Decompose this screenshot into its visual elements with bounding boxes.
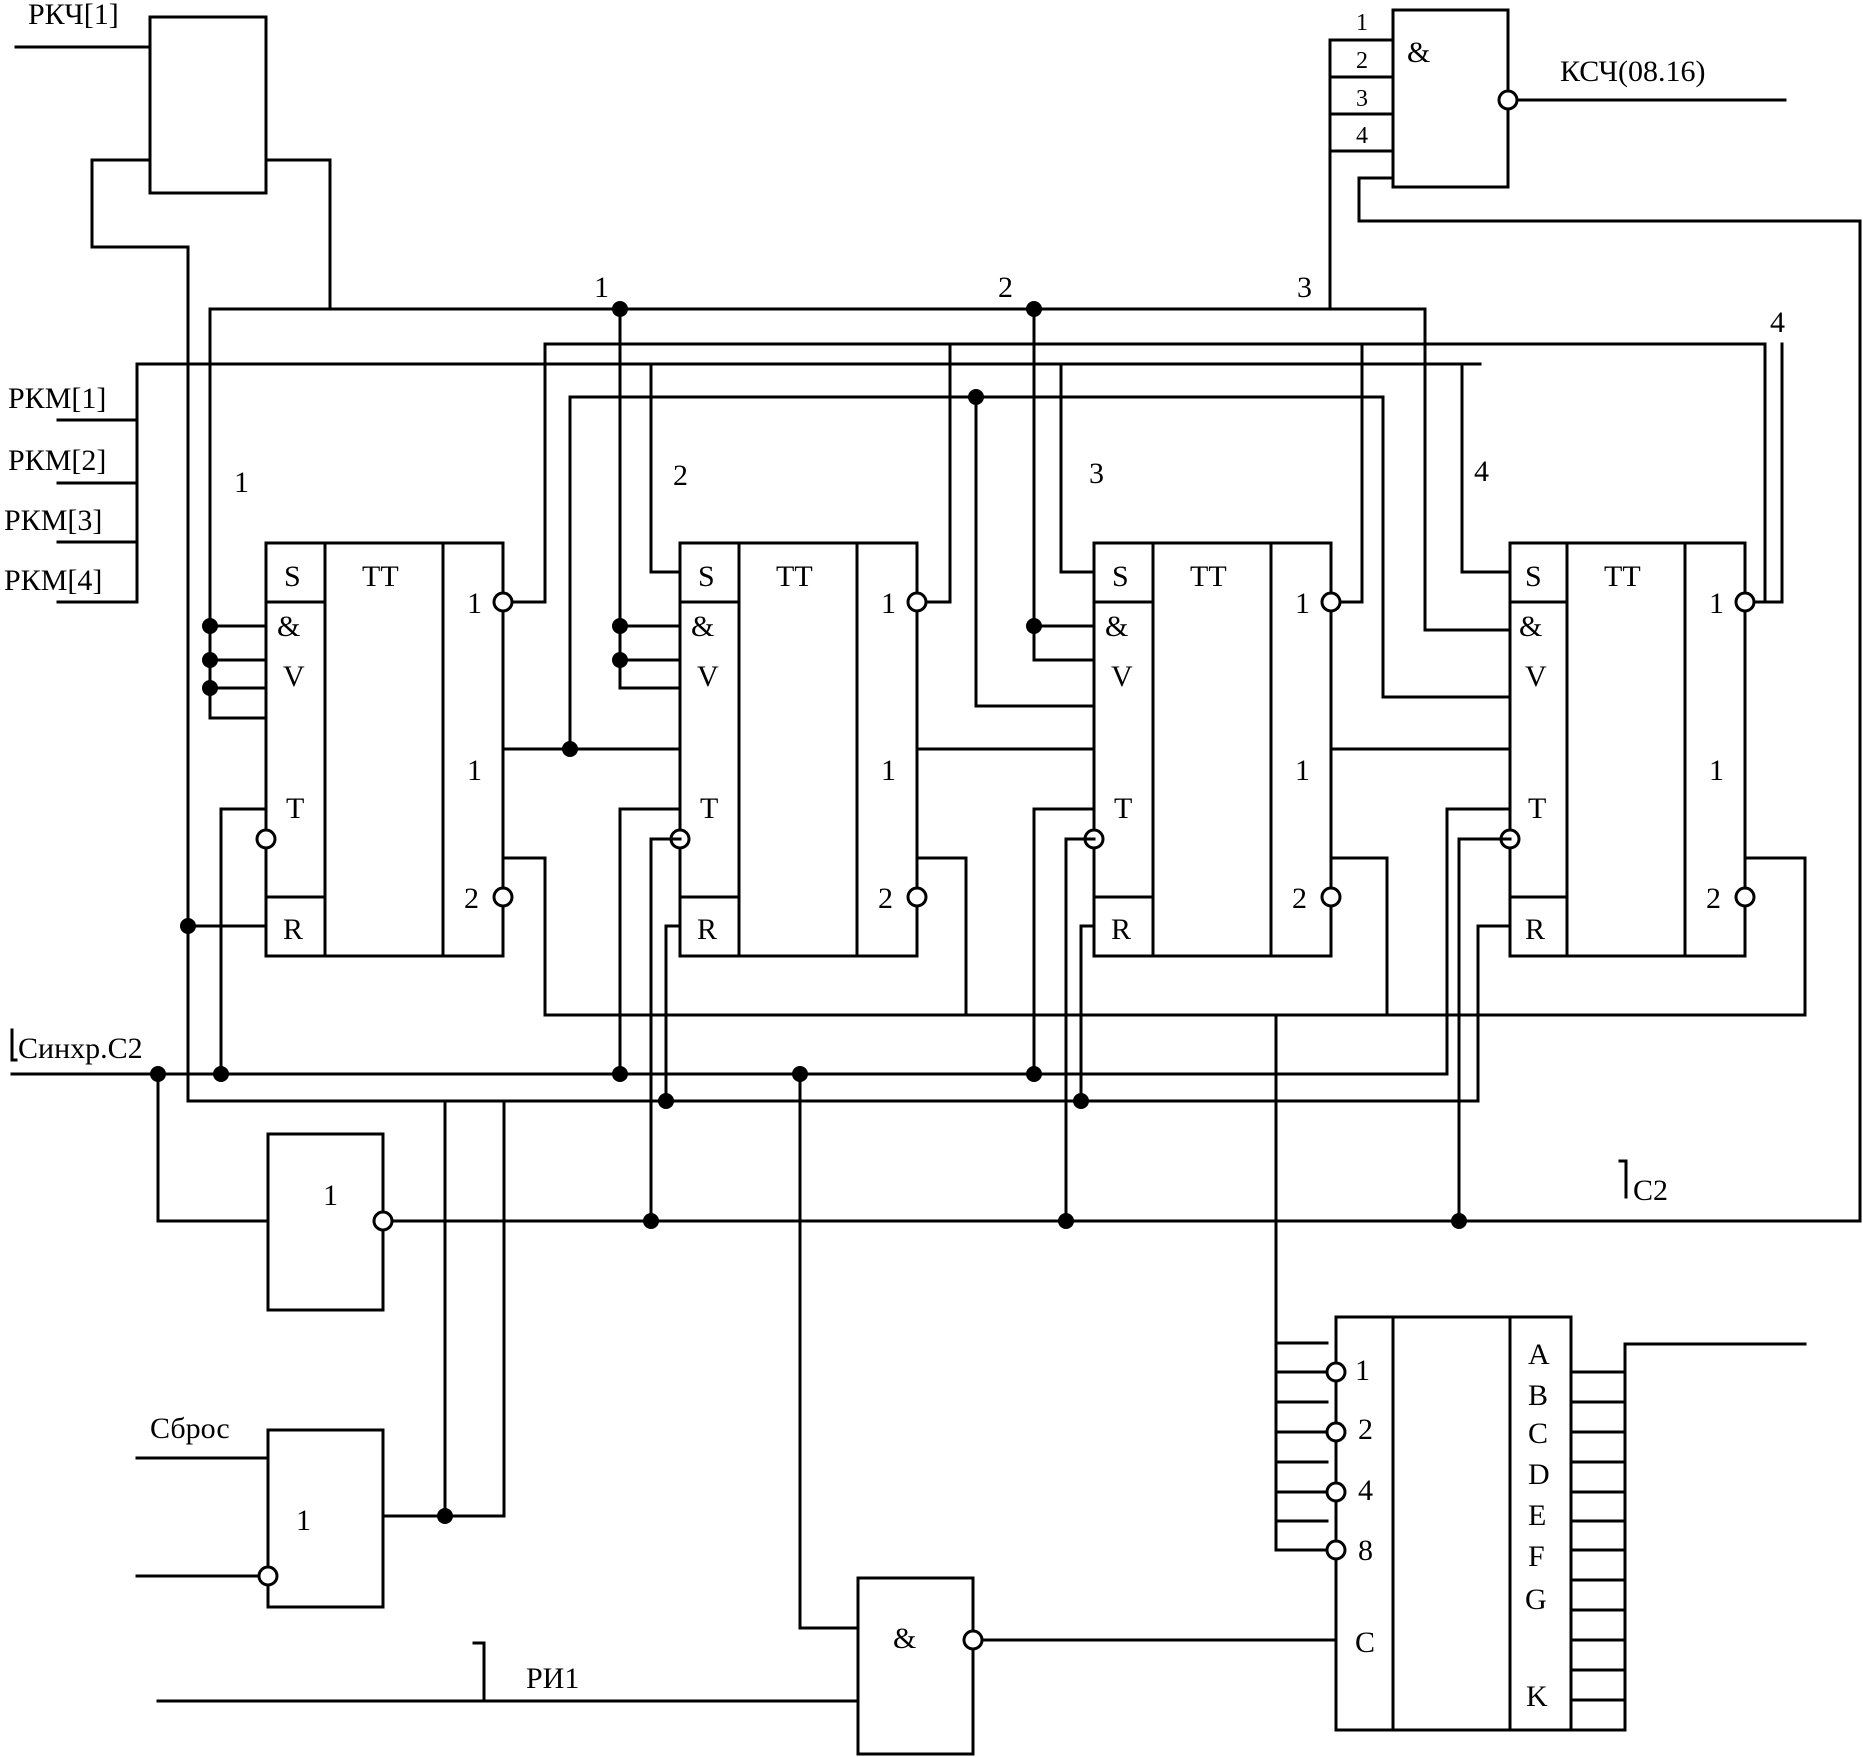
and4-gate-symbol: &: [1407, 36, 1430, 69]
t4-title: TT: [1604, 560, 1641, 593]
or-gate-sync: 1 С2: [156, 176, 1862, 1312]
t1-pin-t: T: [286, 792, 304, 825]
sync-distribution: Синхр.С2: [10, 1028, 1480, 1524]
ri1-label: РИ1: [526, 1662, 579, 1695]
t3-pin-t: T: [1114, 792, 1132, 825]
decoder-out-g: G: [1525, 1583, 1547, 1616]
t4-pin-or: V: [1525, 660, 1547, 693]
trigger-2: S TT & V T R 1 1 2: [562, 301, 1096, 1223]
trigger-label-1: 1: [234, 466, 249, 499]
trigger-1: S TT & V T R 1 1 2: [180, 307, 1807, 1076]
bus-label-1: 1: [594, 271, 609, 304]
t2-title: TT: [776, 560, 813, 593]
decoder-out-k: K: [1526, 1680, 1548, 1713]
t2-pin-t: T: [700, 792, 718, 825]
trigger-4: S TT & V T R 1 1 2: [1445, 342, 1807, 1223]
decoder: 1 2 4 8 C A B C D E F G K: [1274, 1013, 1807, 1732]
t3-pin-r: R: [1111, 913, 1131, 946]
t2-pin-q1: 1: [881, 587, 896, 620]
rkm1-label: РКМ[1]: [8, 382, 106, 415]
t1-pin-q2: 2: [464, 882, 479, 915]
bus-label-4: 4: [1770, 306, 1785, 339]
t4-pin-t: T: [1528, 792, 1546, 825]
sync-label: Синхр.С2: [18, 1032, 143, 1065]
decoder-out-c: C: [1528, 1417, 1548, 1450]
t2-pin-q2: 2: [878, 882, 893, 915]
t1-pin-r: R: [283, 913, 303, 946]
t3-pin-q1: 1: [1295, 587, 1310, 620]
t4-pin-s: S: [1525, 560, 1542, 593]
t3-pin-or: V: [1111, 660, 1133, 693]
decoder-out-b: B: [1528, 1379, 1548, 1412]
rkm2-label: РКМ[2]: [8, 444, 106, 477]
t1-pin-q1: 1: [467, 587, 482, 620]
t4-pin-q1: 1: [1709, 587, 1724, 620]
rkch-buffer: РКЧ[1]: [14, 0, 332, 1103]
decoder-input-8: 8: [1358, 1534, 1373, 1567]
trigger-label-4: 4: [1474, 455, 1489, 488]
t1-pin-qmid: 1: [467, 754, 482, 787]
and4-input-2: 2: [1356, 48, 1368, 74]
decoder-input-1: 1: [1355, 1354, 1370, 1387]
and-gate-ri: & РИ1: [156, 1072, 1338, 1756]
t4-pin-r: R: [1525, 913, 1545, 946]
decoder-out-a: A: [1528, 1338, 1550, 1371]
t4-pin-q2: 2: [1706, 882, 1721, 915]
rkm3-label: РКМ[3]: [4, 504, 102, 537]
reset-label: Сброс: [150, 1412, 230, 1445]
rkm-inputs: РКМ[1] РКМ[2] РКМ[3] РКМ[4]: [4, 362, 139, 604]
t1-pin-or: V: [283, 660, 305, 693]
t2-pin-and: &: [691, 610, 714, 643]
or-gate-reset: 1 Сброс: [135, 1412, 506, 1609]
decoder-input-2: 2: [1358, 1413, 1373, 1446]
and4-input-1: 1: [1356, 10, 1368, 36]
t1-pin-and: &: [277, 610, 300, 643]
ksch-label: КСЧ(08.16): [1560, 55, 1706, 88]
bus-label-2: 2: [998, 271, 1013, 304]
t3-title: TT: [1190, 560, 1227, 593]
t3-pin-and: &: [1105, 610, 1128, 643]
t2-pin-or: V: [697, 660, 719, 693]
t4-pin-qmid: 1: [1709, 754, 1724, 787]
decoder-out-d: D: [1528, 1458, 1550, 1491]
t2-pin-qmid: 1: [881, 754, 896, 787]
and4-gate: & 1 2 3 4 КСЧ(08.16): [1328, 8, 1787, 189]
decoder-clock: C: [1355, 1626, 1375, 1659]
decoder-out-e: E: [1528, 1499, 1546, 1532]
and4-input-4: 4: [1356, 123, 1368, 149]
and-gate-ri-symbol: &: [893, 1622, 916, 1655]
t3-pin-qmid: 1: [1295, 754, 1310, 787]
t2-pin-s: S: [698, 560, 715, 593]
t1-pin-s: S: [284, 560, 301, 593]
bus-label-3: 3: [1297, 271, 1312, 304]
trigger-3: S TT & V T R 1 1 2: [968, 301, 1512, 1223]
t2-pin-r: R: [697, 913, 717, 946]
t3-pin-s: S: [1112, 560, 1129, 593]
rkch1-label: РКЧ[1]: [28, 0, 119, 31]
rkm4-label: РКМ[4]: [4, 564, 102, 597]
trigger-label-2: 2: [673, 459, 688, 492]
or-gate-sync-symbol: 1: [323, 1179, 338, 1212]
or-gate-reset-symbol: 1: [296, 1504, 311, 1537]
t1-title: TT: [362, 560, 399, 593]
trigger-label-3: 3: [1089, 457, 1104, 490]
t4-pin-and: &: [1519, 610, 1542, 643]
t3-pin-q2: 2: [1292, 882, 1307, 915]
decoder-input-4: 4: [1358, 1474, 1373, 1507]
decoder-out-f: F: [1528, 1540, 1545, 1573]
and4-input-3: 3: [1356, 86, 1368, 112]
c2-label: С2: [1633, 1174, 1668, 1207]
